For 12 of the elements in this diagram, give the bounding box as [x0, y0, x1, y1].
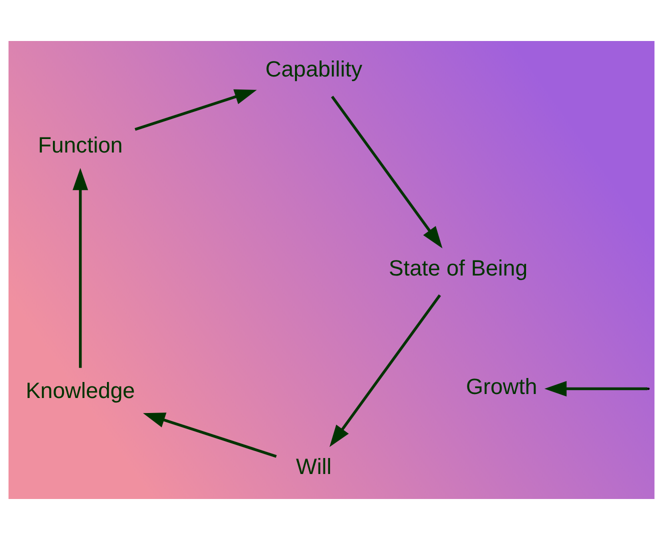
node-text: Function: [38, 132, 123, 157]
arrow: [72, 168, 88, 368]
node-text: Will: [296, 453, 332, 478]
node-text: State of Being: [388, 254, 528, 280]
node-text: Capability: [265, 56, 362, 82]
arrow: [143, 412, 277, 458]
arrow: [134, 88, 257, 130]
node-text: Growth: [466, 374, 538, 399]
arrow: [330, 294, 441, 447]
arrow: [544, 380, 648, 396]
node-text: Knowledge: [26, 377, 135, 402]
arrow: [331, 95, 442, 248]
